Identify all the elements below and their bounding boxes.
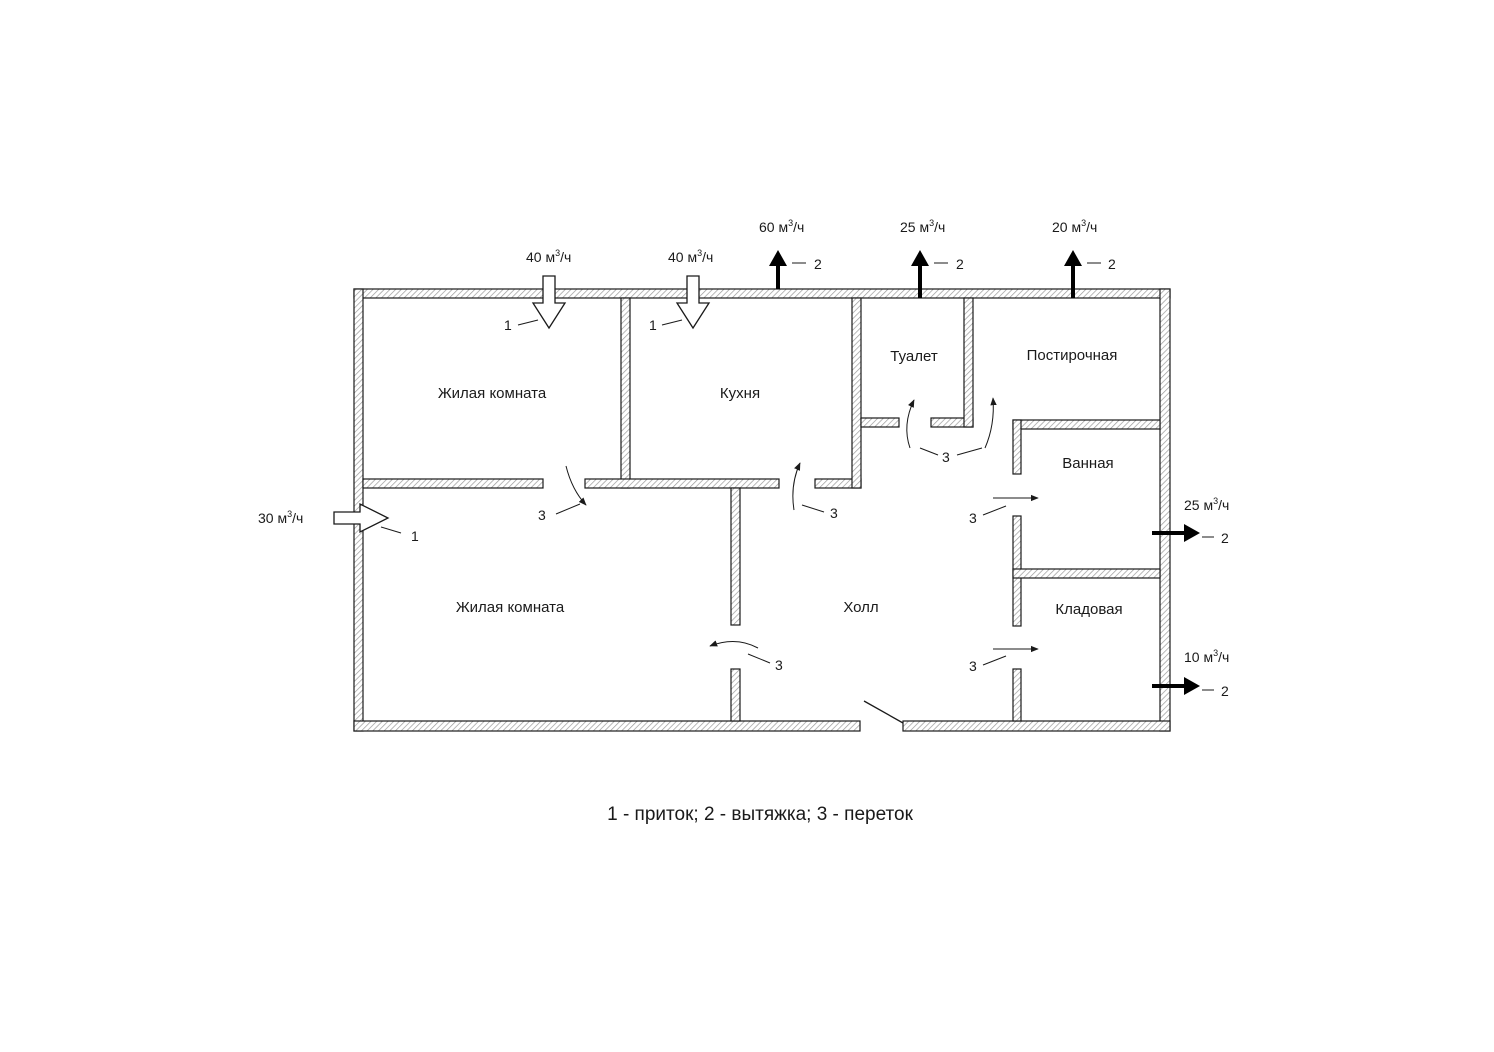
wall-laundry-bathroom xyxy=(1012,419,1161,430)
wall-living-kitchen xyxy=(620,297,631,489)
room-label-living-top: Жилая комната xyxy=(438,385,547,402)
exhaust-arrow-icon xyxy=(1152,677,1200,695)
wall-outer-top xyxy=(353,288,1171,299)
leader-line xyxy=(380,526,402,534)
wall-outer-right xyxy=(1159,288,1171,732)
flow-label: 10 м3/ч xyxy=(1184,648,1229,665)
leader-line xyxy=(801,504,825,513)
room-label-hall: Холл xyxy=(843,599,878,616)
leader-line xyxy=(956,447,983,456)
wall-living-top-bottom-right xyxy=(584,478,780,489)
leader-line xyxy=(555,503,581,515)
overflow-marker-toilet: 3 xyxy=(942,449,950,465)
overflow-marker-storage: 3 xyxy=(969,658,977,674)
flow-marker: 2 xyxy=(1221,683,1229,699)
walls xyxy=(353,288,1171,732)
exhaust-arrow-toilet: 25 м3/ч 2 xyxy=(900,218,964,298)
flow-marker: 2 xyxy=(956,256,964,272)
leader-line xyxy=(747,653,771,664)
room-label-kitchen: Кухня xyxy=(720,385,760,402)
exhaust-arrow-laundry: 20 м3/ч 2 xyxy=(1052,218,1116,298)
exhaust-arrow-icon xyxy=(911,250,929,298)
wall-kitchen-toilet xyxy=(851,297,862,489)
leader-line xyxy=(661,319,683,326)
leader-line xyxy=(517,319,539,326)
overflow-arrows xyxy=(555,397,1039,666)
flow-marker: 1 xyxy=(411,528,419,544)
exhaust-arrow-bathroom: 25 м3/ч 2 xyxy=(1152,496,1229,546)
wall-living-top-bottom-left xyxy=(362,478,544,489)
overflow-marker-living-bottom: 3 xyxy=(775,657,783,673)
flow-label: 60 м3/ч xyxy=(759,218,804,235)
wall-hall-left-bottom xyxy=(730,668,741,722)
supply-arrow-icon xyxy=(531,275,567,330)
room-label-laundry: Постирочная xyxy=(1027,347,1118,364)
wall-toilet-bottom-left xyxy=(860,417,900,428)
exhaust-arrow-icon xyxy=(769,250,787,289)
supply-arrow-icon xyxy=(333,502,390,534)
supply-arrow-icon xyxy=(675,275,711,330)
flow-label: 30 м3/ч xyxy=(258,509,303,526)
room-label-living-bottom: Жилая комната xyxy=(456,599,565,616)
wall-bathroom-storage xyxy=(1012,568,1161,579)
flow-marker: 2 xyxy=(814,256,822,272)
overflow-marker-kitchen: 3 xyxy=(830,505,838,521)
supply-arrow-living-top: 40 м3/ч 1 xyxy=(504,248,571,333)
flow-label: 25 м3/ч xyxy=(900,218,945,235)
exhaust-arrow-icon xyxy=(1064,250,1082,298)
overflow-marker-living: 3 xyxy=(538,507,546,523)
entrance-door xyxy=(863,700,904,724)
legend: 1 - приток; 2 - вытяжка; 3 - переток xyxy=(607,804,913,825)
overflow-arrow-kitchen xyxy=(792,462,801,511)
exhaust-arrow-kitchen: 60 м3/ч 2 xyxy=(759,218,822,289)
wall-storage-left-bottom xyxy=(1012,668,1022,722)
room-label-storage: Кладовая xyxy=(1055,601,1122,618)
leader-line xyxy=(982,505,1007,516)
flow-marker: 1 xyxy=(504,317,512,333)
wall-bathroom-left-top xyxy=(1012,419,1022,475)
leader-line xyxy=(982,655,1007,666)
flow-label: 40 м3/ч xyxy=(668,248,713,265)
overflow-arrow-laundry xyxy=(984,397,997,449)
wall-outer-bottom-left xyxy=(353,720,861,732)
overflow-arrow-living xyxy=(565,465,587,506)
leader-line xyxy=(919,447,939,456)
overflow-arrow-toilet xyxy=(906,399,915,449)
overflow-marker-bathroom: 3 xyxy=(969,510,977,526)
room-label-bathroom: Ванная xyxy=(1062,455,1113,472)
flow-label: 20 м3/ч xyxy=(1052,218,1097,235)
flow-label: 25 м3/ч xyxy=(1184,496,1229,513)
flow-label: 40 м3/ч xyxy=(526,248,571,265)
exhaust-arrow-icon xyxy=(1152,524,1200,542)
supply-arrow-kitchen: 40 м3/ч 1 xyxy=(649,248,713,333)
flow-marker: 2 xyxy=(1108,256,1116,272)
wall-toilet-laundry xyxy=(963,297,974,428)
wall-hall-left-top xyxy=(730,487,741,626)
room-label-toilet: Туалет xyxy=(890,348,938,365)
overflow-arrow-living-bottom xyxy=(709,640,759,649)
exhaust-arrow-storage: 10 м3/ч 2 xyxy=(1152,648,1229,699)
flow-marker: 1 xyxy=(649,317,657,333)
wall-outer-bottom-right xyxy=(902,720,1171,732)
supply-arrow-left: 30 м3/ч 1 xyxy=(258,502,419,544)
flow-marker: 2 xyxy=(1221,530,1229,546)
